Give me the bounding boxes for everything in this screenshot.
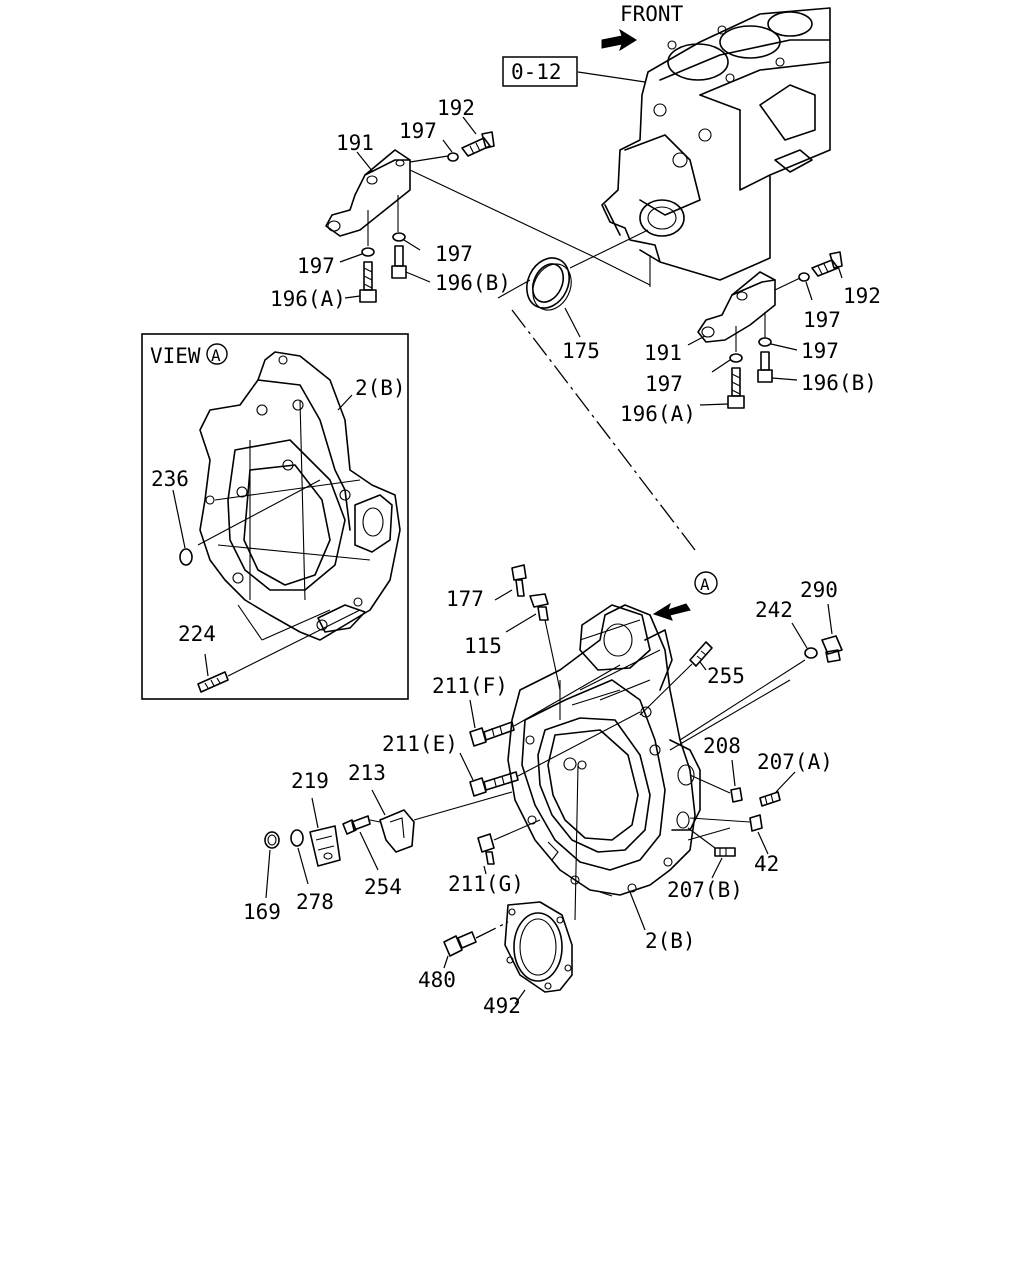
- stud-224: [197, 671, 229, 693]
- callout-191-top: 191: [336, 131, 374, 155]
- callout-255: 255: [707, 664, 745, 688]
- callout-192-top: 192: [437, 96, 475, 120]
- callout-2b-view: 2(B): [355, 376, 406, 400]
- stud-255: [639, 641, 713, 716]
- flywheel-housing: [507, 604, 701, 931]
- callout-480: 480: [418, 968, 456, 992]
- callout-224: 224: [178, 622, 216, 646]
- bolt-211g: [477, 819, 541, 875]
- left-bracket-fasteners: [339, 116, 495, 303]
- callout-192-right: 192: [843, 284, 881, 308]
- callout-marker-circle: [694, 571, 718, 595]
- callout-2b-main: 2(B): [645, 929, 696, 953]
- callout-175: 175: [562, 339, 600, 363]
- callout-labels: 192 197 191 197 197 196(A) 196(B) 175 19…: [151, 96, 881, 1018]
- view-label: VIEW: [150, 344, 201, 368]
- callout-219: 219: [291, 769, 329, 793]
- callout-42: 42: [754, 852, 779, 876]
- callout-208: 208: [703, 734, 741, 758]
- callout-197-left-2: 197: [435, 242, 473, 266]
- plug-290: [669, 603, 843, 751]
- view-direction-arrow-icon: [652, 602, 691, 621]
- callout-207a: 207(A): [757, 750, 833, 774]
- callout-242: 242: [755, 598, 793, 622]
- callout-211f: 211(F): [432, 674, 508, 698]
- stud-207a: [689, 759, 796, 807]
- alignment-lines-top: [409, 169, 696, 551]
- bolt-211f: [469, 664, 621, 747]
- callout-197-right-3: 197: [645, 372, 683, 396]
- section-ref-label: 0-12: [511, 60, 562, 84]
- callout-213: 213: [348, 761, 386, 785]
- view-marker-circle: [206, 343, 228, 365]
- rear-cover-492: [443, 764, 579, 1005]
- engine-block: [601, 7, 831, 281]
- front-arrow-icon: [601, 28, 637, 52]
- reference-box: [502, 56, 578, 87]
- callout-169: 169: [243, 900, 281, 924]
- callout-197-top: 197: [399, 119, 437, 143]
- callout-196a-right: 196(A): [620, 402, 696, 426]
- callout-197-right-1: 197: [803, 308, 841, 332]
- callout-196b-top: 196(B): [435, 271, 511, 295]
- oil-seal-175: [526, 257, 581, 338]
- o-ring-236: [179, 548, 193, 566]
- callout-marker: A: [700, 575, 710, 594]
- view-a-pointer: A: [652, 571, 718, 621]
- callout-197-right-2: 197: [801, 339, 839, 363]
- callout-207b: 207(B): [667, 878, 743, 902]
- callout-115: 115: [464, 634, 502, 658]
- callout-211e: 211(E): [382, 732, 458, 756]
- sensor-115: [494, 564, 561, 691]
- mount-bracket-right: [687, 271, 776, 346]
- inset-frame: [141, 333, 409, 700]
- callout-236: 236: [151, 467, 189, 491]
- bolt-211e: [459, 711, 641, 797]
- callout-196b-right: 196(B): [801, 371, 877, 395]
- dowel-42: [687, 814, 769, 879]
- right-bracket-fasteners: [699, 251, 843, 409]
- callout-196a-top: 196(A): [270, 287, 346, 311]
- section-reference: 0-12: [502, 56, 646, 87]
- callout-197-left-1: 197: [297, 254, 335, 278]
- view-marker: A: [211, 346, 221, 365]
- front-label: FRONT: [620, 2, 684, 26]
- view-a-inset: VIEW A: [141, 333, 409, 700]
- front-indicator: FRONT: [601, 2, 684, 52]
- callout-254: 254: [364, 875, 402, 899]
- mount-bracket-left: [325, 149, 411, 237]
- callout-290: 290: [800, 578, 838, 602]
- callout-191-right: 191: [644, 341, 682, 365]
- callout-211g: 211(G): [448, 872, 524, 896]
- callout-177: 177: [446, 587, 484, 611]
- callout-278: 278: [296, 890, 334, 914]
- callout-492: 492: [483, 994, 521, 1018]
- sensor-bracket-parts: [264, 789, 513, 899]
